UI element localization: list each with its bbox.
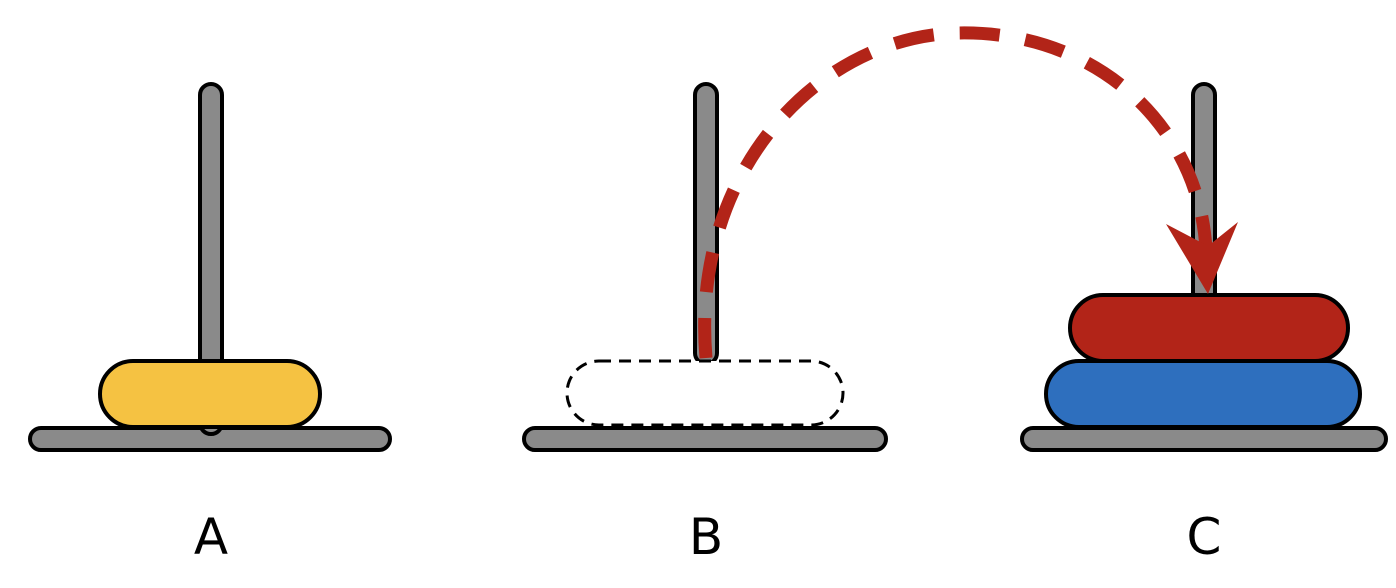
peg-a (28, 82, 392, 452)
disk-yellow (98, 359, 322, 429)
peg-label-a: A (194, 508, 228, 566)
peg-c (1020, 82, 1388, 452)
peg-c-base (1020, 426, 1388, 452)
peg-label-b: B (689, 508, 723, 566)
ghost-disk-outline (565, 359, 845, 427)
peg-a-rod (198, 82, 224, 436)
disk-blue (1044, 359, 1362, 429)
move-arrow-head (1166, 222, 1238, 294)
move-arrow (698, 26, 1238, 359)
peg-b-base (522, 426, 888, 452)
peg-label-c: C (1187, 508, 1222, 566)
disk-red (1068, 293, 1350, 363)
move-arrow-arc (698, 26, 1213, 359)
